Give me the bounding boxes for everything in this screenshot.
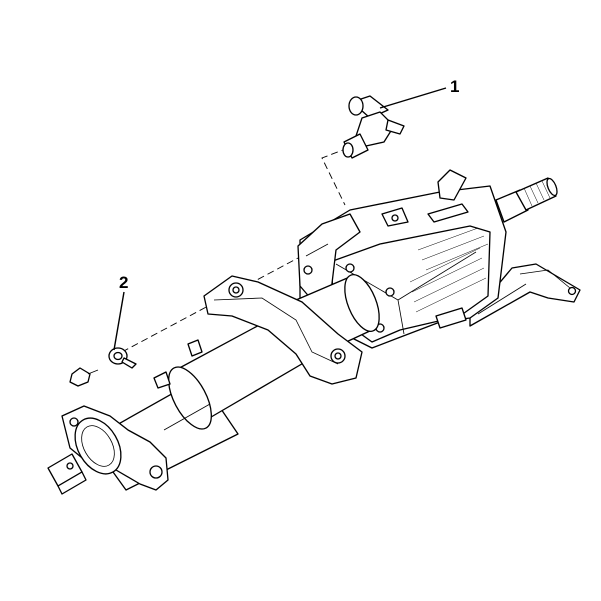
- part-2-fastener: [69, 347, 137, 387]
- housing-collar: [297, 213, 361, 301]
- part-1-switch: [342, 95, 405, 159]
- callout-2-label: 2: [119, 273, 128, 292]
- callout-1-label: 1: [450, 77, 459, 96]
- end-flange: [47, 405, 169, 495]
- right-mounting-bracket: [469, 263, 581, 327]
- callout-leaders: [113, 87, 447, 351]
- callout-2-leader: [113, 291, 125, 351]
- output-shaft: [495, 177, 558, 223]
- support-bracket: [153, 275, 363, 389]
- callout-1-leader: [379, 87, 447, 109]
